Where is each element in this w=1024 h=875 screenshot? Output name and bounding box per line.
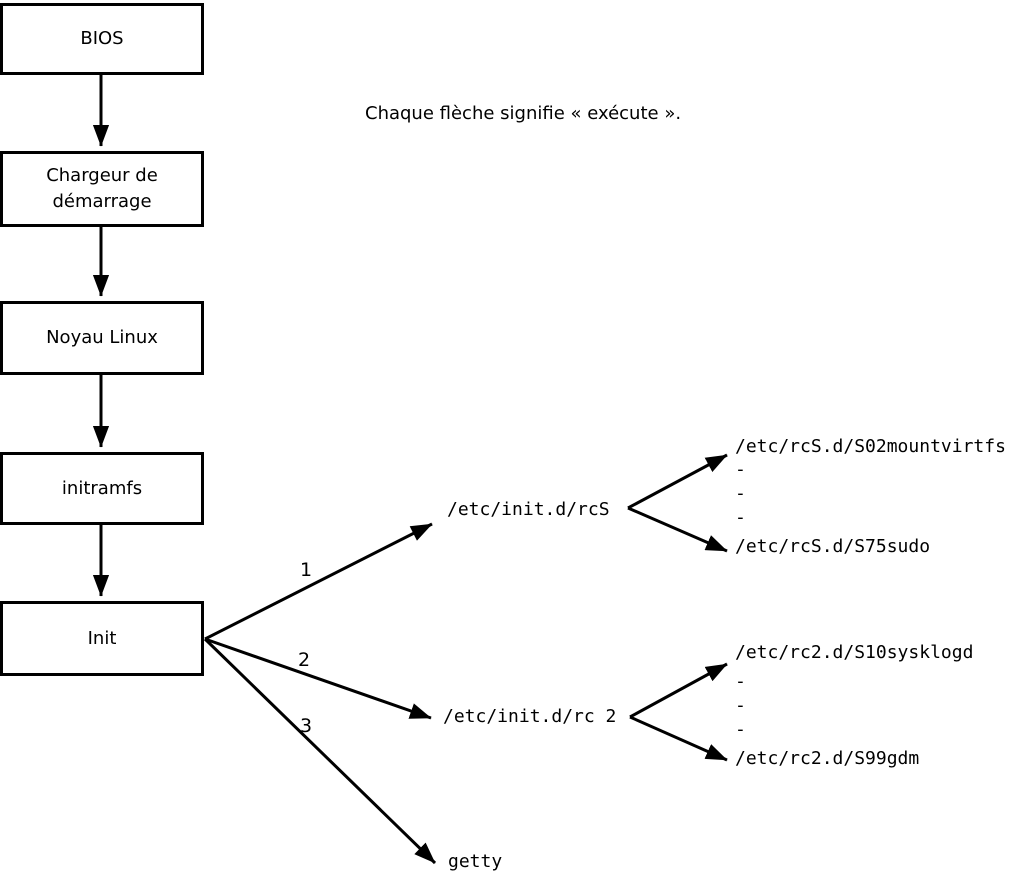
arrow-rc2-to-s99gdm	[629, 715, 728, 762]
box-bios: BIOS	[0, 3, 204, 75]
node-etc-init-d-rc2: /etc/init.d/rc 2	[443, 706, 617, 727]
arrow-init-to-getty	[203, 637, 437, 865]
rcs-ellipsis-dash-3: -	[735, 507, 746, 528]
node-rc2-s99gdm: /etc/rc2.d/S99gdm	[735, 748, 920, 769]
box-chargeur-label: Chargeur de démarrage	[46, 165, 158, 212]
legend-note: Chaque flèche signifie « exécute ».	[365, 103, 682, 124]
node-getty: getty	[448, 851, 503, 872]
arrow-init-to-rcs	[204, 522, 433, 641]
node-rcs-s02mountvirtfs: /etc/rcS.d/S02mountvirtfs	[735, 436, 1006, 457]
arrow-rcs-to-s02mountvirtfs	[627, 453, 728, 510]
rc2-ellipsis-dash-1: -	[735, 671, 746, 692]
branch-label-3: 3	[299, 715, 313, 737]
node-etc-init-d-rcs: /etc/init.d/rcS	[447, 499, 610, 520]
box-chargeur-de-demarrage: Chargeur de démarrage	[0, 151, 204, 227]
branch-label-2: 2	[297, 649, 311, 671]
node-rcs-s75sudo: /etc/rcS.d/S75sudo	[735, 536, 931, 557]
box-bios-label: BIOS	[80, 28, 124, 49]
rcs-ellipsis-dash-2: -	[735, 483, 746, 504]
arrow-rcs-to-s75sudo	[627, 506, 728, 553]
box-init-label: Init	[87, 627, 117, 649]
node-rc2-s10sysklogd: /etc/rc2.d/S10sysklogd	[735, 642, 974, 663]
rc2-ellipsis-dash-2: -	[735, 695, 746, 716]
box-initramfs: initramfs	[0, 452, 204, 525]
arrow-rc2-to-s10sysklogd	[629, 662, 728, 719]
box-initramfs-label: initramfs	[61, 477, 143, 499]
rc2-ellipsis-dash-3: -	[735, 719, 746, 740]
box-init: Init	[0, 601, 204, 676]
arrow-init-to-rc2	[204, 637, 432, 720]
box-noyau-label: Noyau Linux	[46, 327, 158, 348]
rcs-ellipsis-dash-1: -	[735, 459, 746, 480]
box-noyau-linux: Noyau Linux	[0, 301, 204, 375]
branch-label-1: 1	[299, 559, 313, 581]
